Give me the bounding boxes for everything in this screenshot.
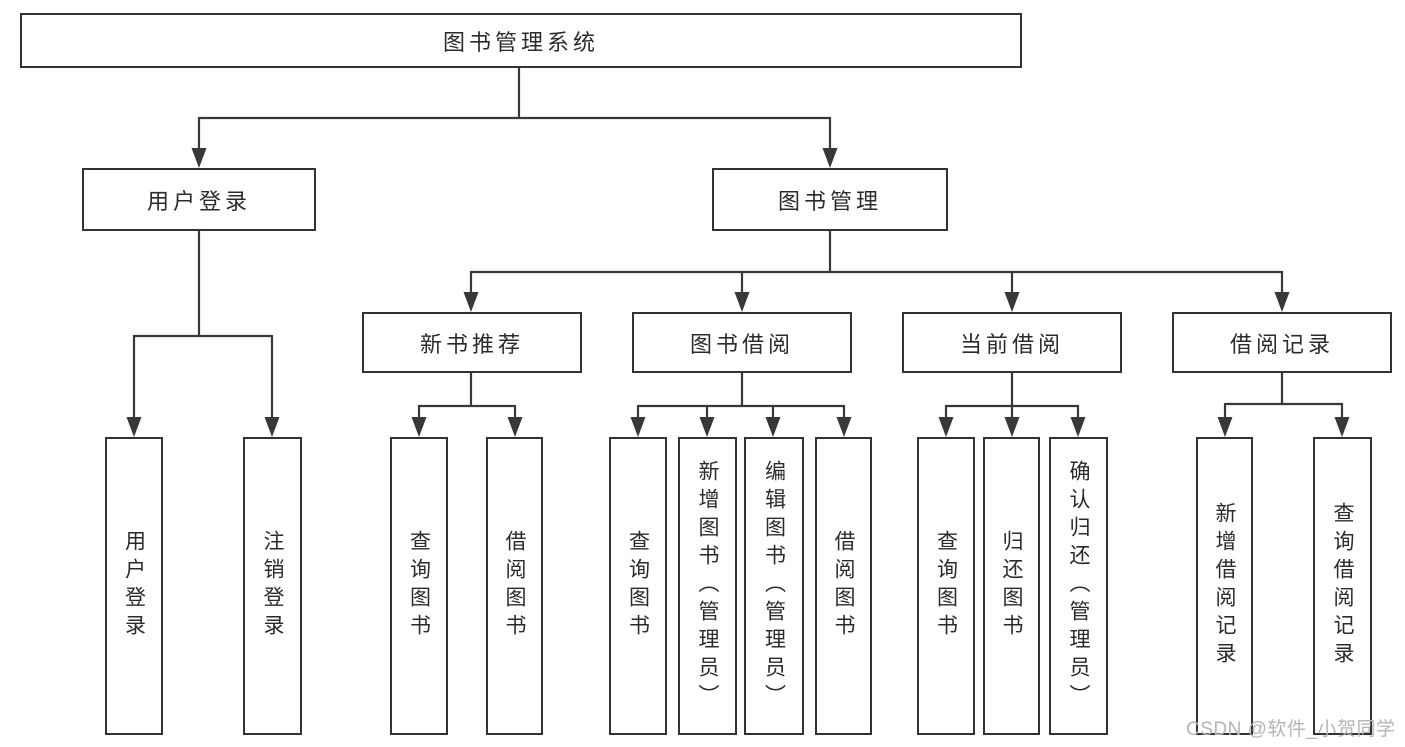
leaf-borrow-books-recommend: 借阅图书 [486, 437, 543, 735]
leaf-confirm-return-admin: 确认归还（管理员） [1049, 437, 1108, 735]
leaf-return-book-label: 归还图书 [1000, 530, 1023, 642]
node-user-login: 用户登录 [82, 168, 316, 231]
leaf-borrow-books-borrow: 借阅图书 [815, 437, 872, 735]
node-new-book-recommend-label: 新书推荐 [419, 331, 524, 357]
leaf-query-books-borrow: 查询图书 [609, 437, 667, 735]
node-current-borrowing: 当前借阅 [902, 312, 1122, 373]
arrowhead-icon [1004, 292, 1020, 312]
watermark: CSDN @软件_小贺同学 [1186, 719, 1396, 740]
leaf-return-book: 归还图书 [983, 437, 1040, 735]
leaf-confirm-return-admin-label: 确认归还（管理员） [1067, 460, 1090, 712]
leaf-query-borrow-record-label: 查询借阅记录 [1331, 502, 1354, 670]
leaf-add-book-admin: 新增图书（管理员） [678, 437, 737, 735]
node-user-login-label: 用户登录 [146, 188, 251, 214]
node-borrowing-records-label: 借阅记录 [1229, 331, 1334, 357]
arrowhead-icon [264, 417, 280, 437]
arrowhead-icon [411, 417, 427, 437]
leaf-query-books-recommend: 查询图书 [390, 437, 448, 735]
node-book-management: 图书管理 [712, 168, 948, 231]
node-borrowing-records: 借阅记录 [1172, 312, 1392, 373]
node-book-borrowing-label: 图书借阅 [689, 331, 794, 357]
leaf-logout-label: 注销登录 [261, 530, 284, 642]
leaf-add-borrow-record: 新增借阅记录 [1196, 437, 1253, 735]
node-library-management-system-label: 图书管理系统 [442, 29, 599, 55]
leaf-logout: 注销登录 [243, 437, 302, 735]
arrowhead-icon [938, 417, 954, 437]
arrowhead-icon [191, 148, 207, 168]
arrowhead-icon [507, 417, 523, 437]
leaf-query-books-borrow-label: 查询图书 [626, 530, 650, 642]
arrowhead-icon [1334, 417, 1350, 437]
leaf-borrow-books-recommend-label: 借阅图书 [503, 530, 526, 642]
leaf-query-books-current-label: 查询图书 [934, 530, 958, 642]
arrowhead-icon [699, 417, 715, 437]
arrowhead-icon [836, 417, 852, 437]
leaf-borrow-books-borrow-label: 借阅图书 [832, 530, 855, 642]
arrowhead-icon [1217, 417, 1233, 437]
node-book-borrowing: 图书借阅 [632, 312, 852, 373]
leaf-edit-book-admin-label: 编辑图书（管理员） [762, 460, 786, 712]
arrowhead-icon [126, 417, 142, 437]
leaf-add-borrow-record-label: 新增借阅记录 [1213, 502, 1236, 670]
leaf-add-book-admin-label: 新增图书（管理员） [696, 460, 719, 712]
arrowhead-icon [1274, 292, 1290, 312]
node-book-management-label: 图书管理 [777, 188, 882, 214]
arrowhead-icon [765, 417, 781, 437]
arrowhead-icon [1004, 417, 1020, 437]
leaf-edit-book-admin: 编辑图书（管理员） [744, 437, 804, 735]
leaf-query-books-recommend-label: 查询图书 [407, 530, 431, 642]
leaf-query-borrow-record: 查询借阅记录 [1313, 437, 1372, 735]
node-library-management-system: 图书管理系统 [20, 13, 1022, 68]
leaf-query-books-current: 查询图书 [917, 437, 975, 735]
arrowhead-icon [1070, 417, 1086, 437]
arrowhead-icon [463, 292, 479, 312]
arrowhead-icon [822, 148, 838, 168]
arrowhead-icon [734, 292, 750, 312]
leaf-user-login: 用户登录 [105, 437, 163, 735]
node-current-borrowing-label: 当前借阅 [959, 331, 1064, 357]
arrowhead-icon [630, 417, 646, 437]
leaf-user-login-label: 用户登录 [122, 530, 146, 642]
node-new-book-recommend: 新书推荐 [362, 312, 582, 373]
